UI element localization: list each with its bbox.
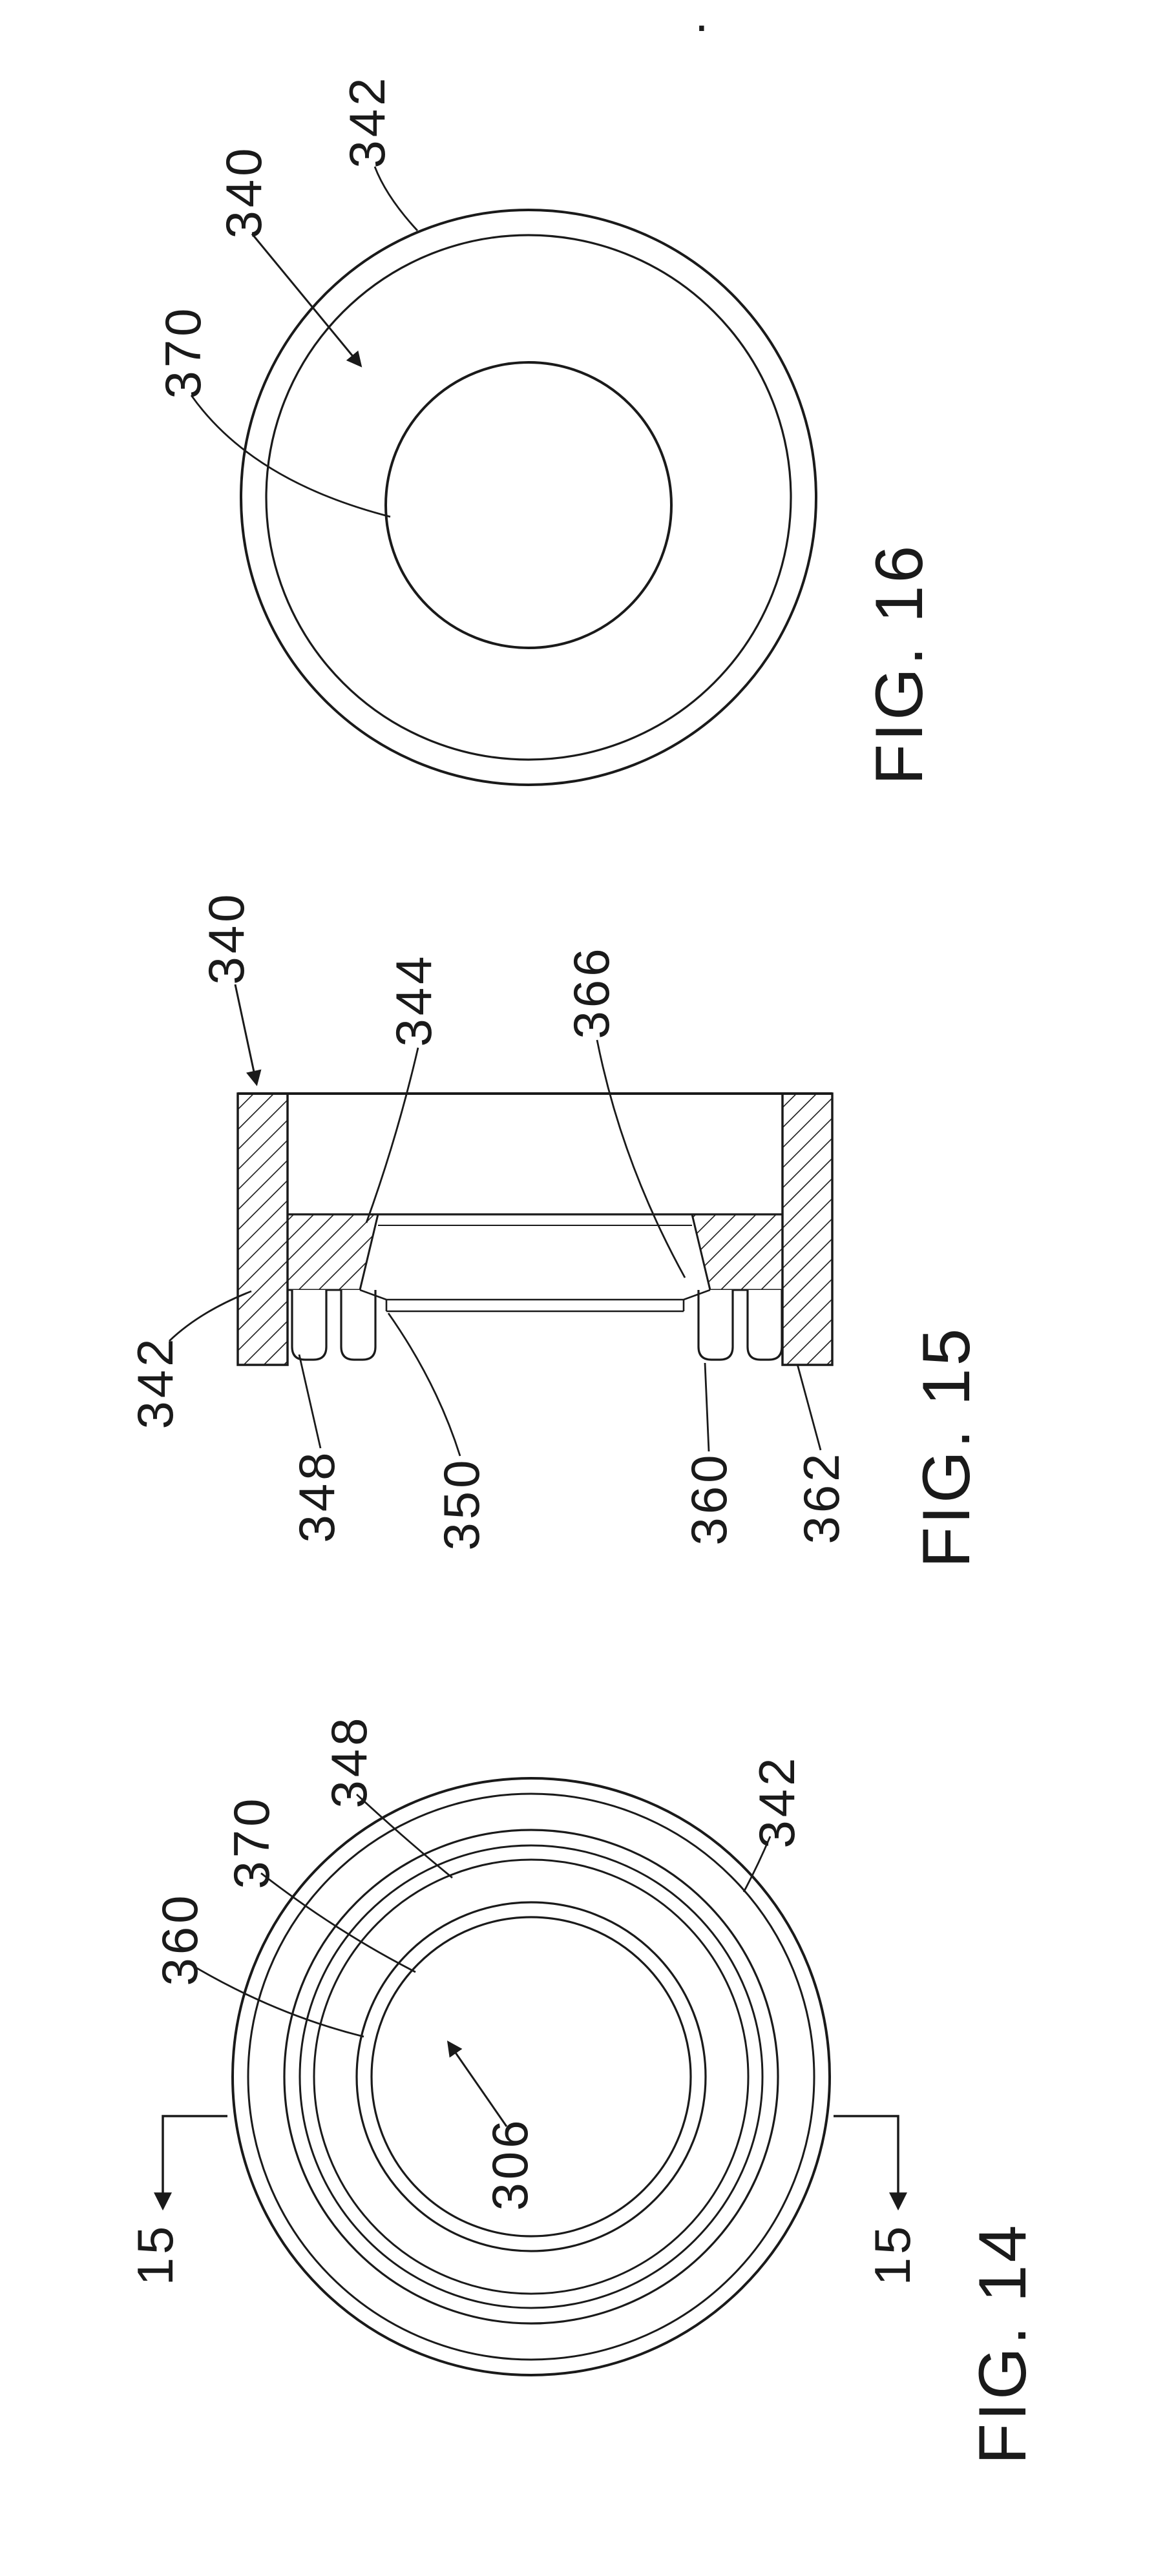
fig15-ref-340: 340 <box>198 891 255 984</box>
stray-page-mark: . <box>695 0 712 42</box>
fig16-ref-342: 342 <box>339 74 395 168</box>
fig14-ref-370: 370 <box>223 1795 280 1889</box>
fig16-ref-340: 340 <box>215 145 272 238</box>
fig14-leader-342 <box>742 1836 772 1893</box>
fig14-rim-circle <box>247 1792 815 2361</box>
fig14-seal-ring-circle <box>355 1901 707 2252</box>
fig14-leader-360 <box>195 1966 364 2038</box>
fig16-ref-370: 370 <box>154 305 211 399</box>
fig15-ref-360: 360 <box>680 1451 737 1545</box>
fig15-leader-348 <box>298 1354 322 1449</box>
fig14-ref-306: 306 <box>481 2117 538 2210</box>
fig15-leader-350 <box>387 1313 461 1457</box>
figure-14: 15 15 360 370 348 342 306 FIG. 14 <box>127 1714 1040 2464</box>
fig14-skirt-circle <box>283 1829 779 2325</box>
fig16-inner-rim-circle <box>265 234 792 761</box>
fig14-section-label-left: 15 <box>127 2223 184 2286</box>
fig14-outer-edge-circle <box>231 1777 831 2376</box>
fig16-leader-arrow-340 <box>251 233 362 368</box>
fig15-left-inner-prong <box>340 1290 377 1361</box>
fig15-membrane <box>359 1289 711 1313</box>
fig15-right-lip-section <box>691 1213 784 1291</box>
fig16-caption: FIG. 16 <box>862 543 937 785</box>
fig15-leader-344 <box>365 1047 419 1223</box>
fig14-section-label-right: 15 <box>864 2223 921 2286</box>
fig15-leader-366 <box>596 1039 686 1278</box>
fig15-right-inner-prong <box>697 1290 734 1361</box>
fig15-leader-342 <box>169 1290 252 1342</box>
fig15-right-wall-section <box>781 1092 834 1366</box>
fig15-leader-360 <box>704 1362 710 1452</box>
fig15-ref-342: 342 <box>127 1335 184 1429</box>
figure-15: 340 344 366 342 348 350 360 362 FIG. 15 <box>127 891 984 1568</box>
fig16-leader-370 <box>190 395 391 518</box>
fig14-ref-342: 342 <box>748 1754 805 1848</box>
fig15-right-outer-prong <box>746 1290 783 1361</box>
fig15-ref-366: 366 <box>563 945 620 1039</box>
fig15-left-wall-section <box>236 1092 289 1366</box>
fig15-ref-348: 348 <box>288 1449 345 1542</box>
fig15-ref-350: 350 <box>433 1457 490 1550</box>
fig14-leader-arrow-306 <box>446 2041 508 2127</box>
fig14-ref-348: 348 <box>320 1714 377 1808</box>
fig14-caption: FIG. 14 <box>965 2223 1040 2465</box>
fig14-inner-prong-circle <box>313 1858 750 2295</box>
fig14-center-recess-circle <box>370 1916 692 2238</box>
fig15-caption: FIG. 15 <box>909 1326 984 1568</box>
fig15-left-lip-section <box>286 1213 379 1291</box>
fig16-center-circle <box>384 361 673 649</box>
fig14-leader-348 <box>356 1793 453 1879</box>
fig16-leader-342 <box>373 166 419 231</box>
fig15-ref-362: 362 <box>793 1450 850 1544</box>
fig14-section-marker-right <box>834 2115 907 2211</box>
fig15-left-outer-prong <box>291 1290 328 1361</box>
fig15-leader-arrow-340 <box>234 984 262 1086</box>
fig14-leader-370 <box>260 1872 416 1973</box>
fig14-ref-360: 360 <box>151 1892 208 1986</box>
fig14-section-marker-left <box>154 2115 227 2211</box>
fig14-outer-prong-circle <box>299 1844 764 2309</box>
fig15-ref-344: 344 <box>385 953 442 1046</box>
fig16-outer-rim-circle <box>240 209 817 786</box>
figure-16: 370 340 342 FIG. 16 <box>154 74 937 786</box>
fig15-leader-362 <box>796 1364 822 1451</box>
